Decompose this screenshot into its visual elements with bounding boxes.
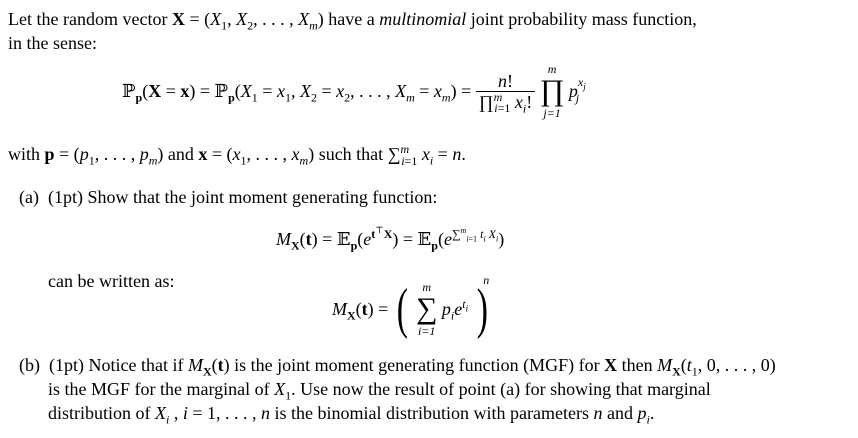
intro-line-1: Let the random vector X = (X1, X2, . . .… — [8, 9, 697, 33]
equation-mgf-definition: MX(t) = 𝔼p(et⊤X) = 𝔼p(e∑mi=1 ti Xi) — [276, 225, 505, 253]
product-operator: m ∏ j=1 — [539, 62, 565, 120]
part-b-line-3: distribution of Xi , i = 1, . . . , n is… — [48, 403, 655, 427]
sum-operator: m ∑ i=1 — [415, 280, 438, 338]
part-a-can-be: can be written as: — [48, 271, 175, 291]
part-a-statement: (a) (1pt) Show that the joint moment gen… — [19, 187, 438, 207]
part-b-line-1: (b) (1pt) Notice that if MX(t) is the jo… — [19, 355, 776, 379]
part-b-line-2: is the MGF for the marginal of X1. Use n… — [48, 379, 711, 403]
with-line: with p = (p1, . . . , pm) and x = (x1, .… — [8, 142, 466, 168]
intro-line-2: in the sense: — [8, 33, 97, 53]
fraction-multinomial: n! ∏mi=1 xi! — [475, 71, 536, 114]
equation-pmf: ℙp(X = x) = ℙp(X1 = x1, X2 = x2, . . . ,… — [122, 62, 586, 120]
equation-mgf-result: MX(t) = ( m ∑ i=1 pieti )n — [332, 273, 490, 340]
